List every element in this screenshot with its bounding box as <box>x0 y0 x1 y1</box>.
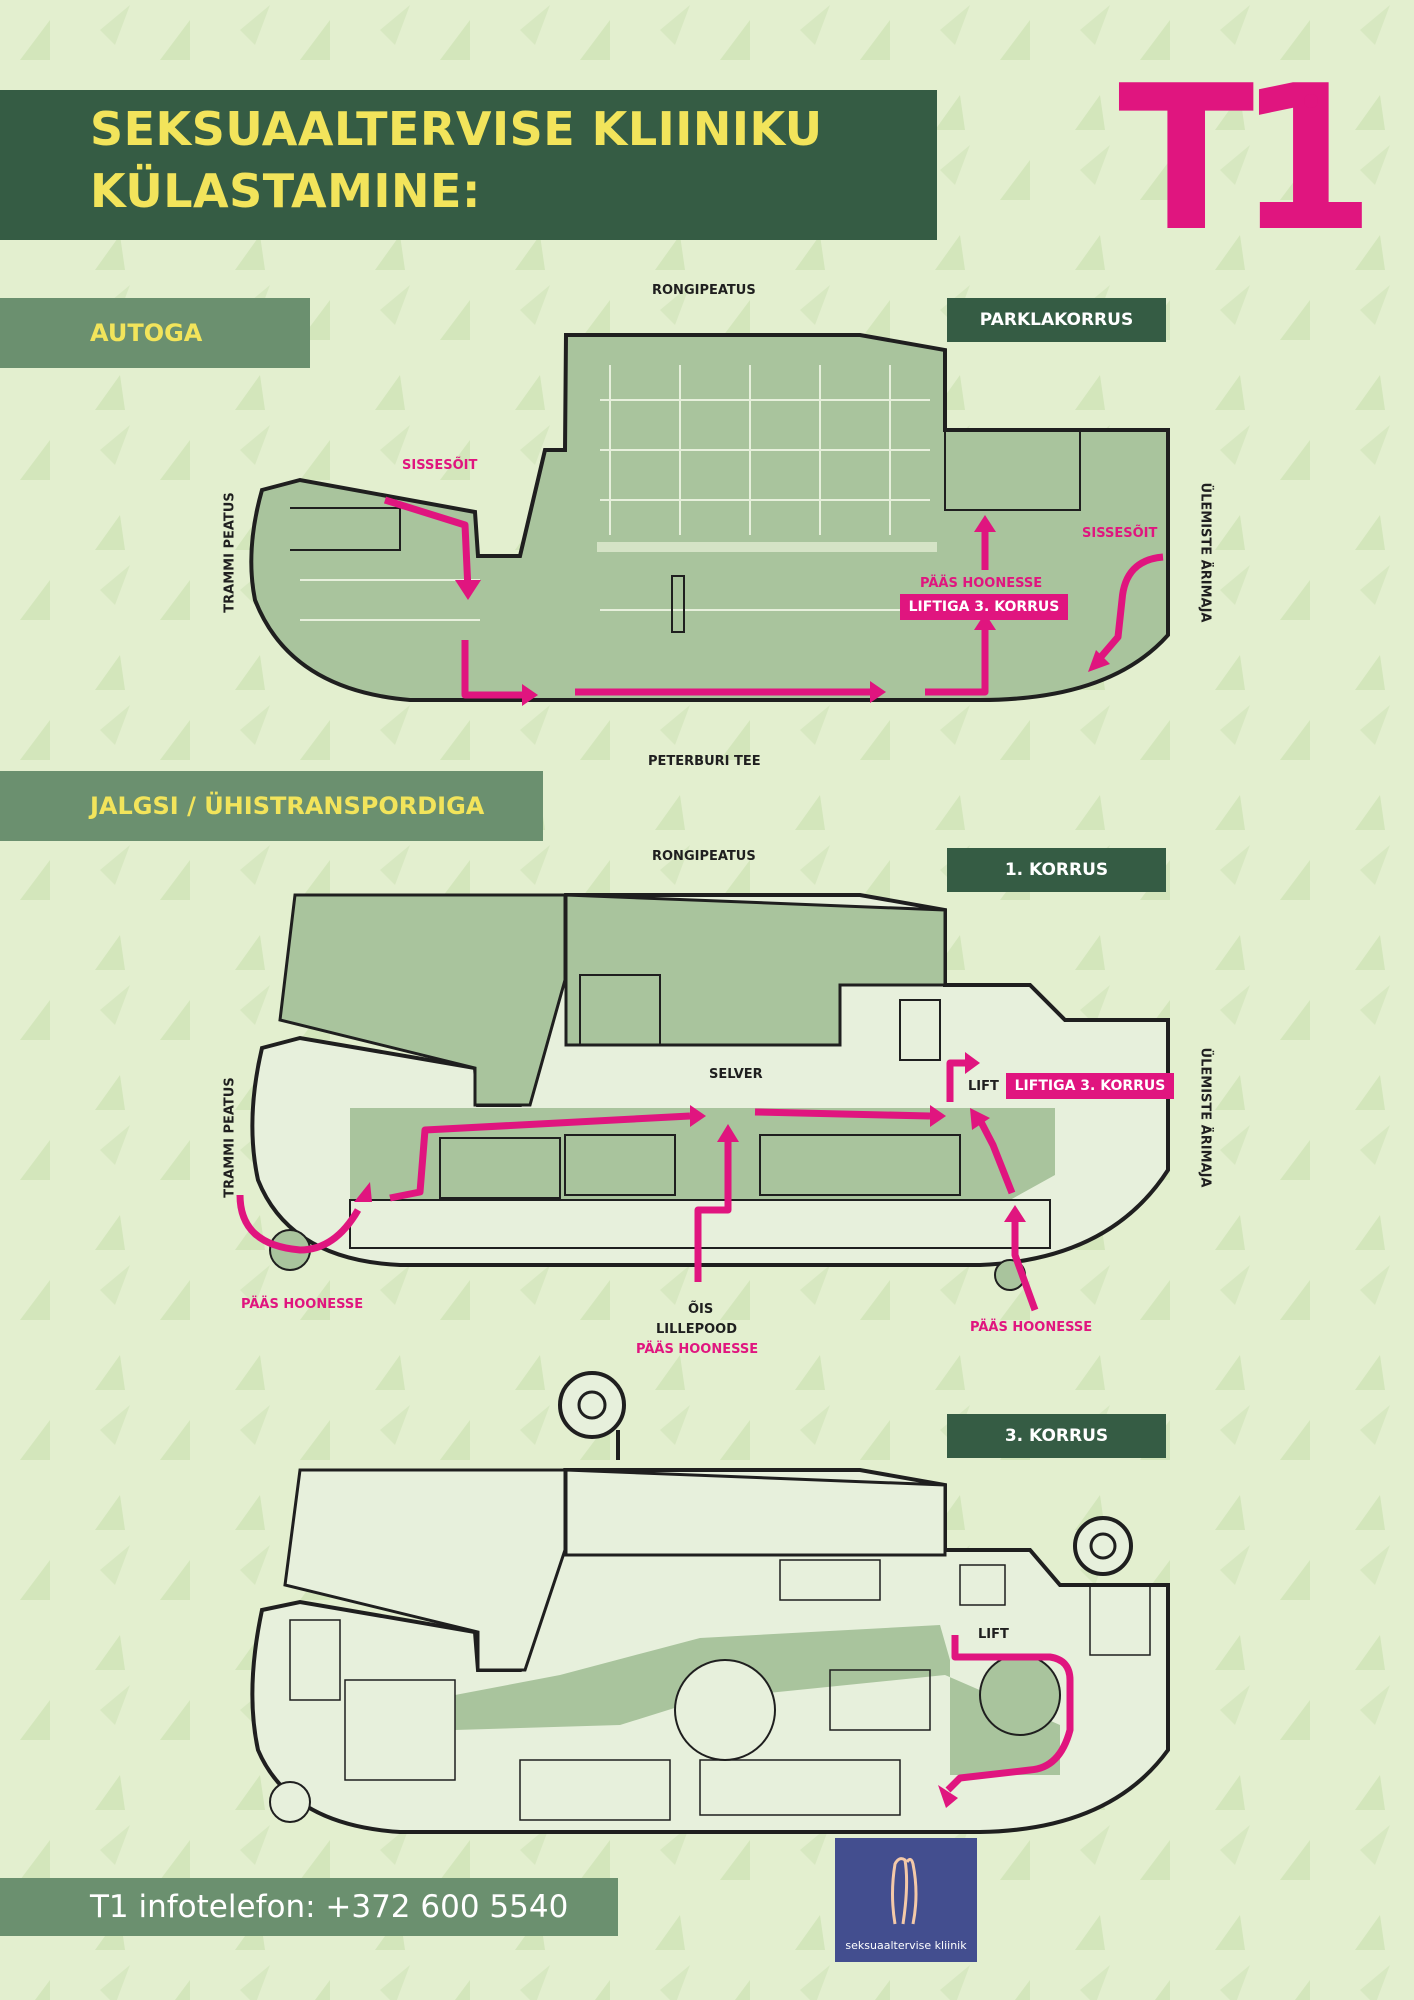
first-floor-arrowheads <box>354 1052 1026 1222</box>
third-lift-label: LIFT <box>978 1627 1009 1642</box>
clinic-logo-icon <box>891 1857 918 1925</box>
title-banner: SEKSUAALTERVISE KLIINIKU KÜLASTAMINE: <box>0 90 937 240</box>
first-entrance-mid: PÄÄS HOONESSE <box>636 1342 759 1357</box>
first-label-west: TRAMMI PEATUS <box>222 1077 238 1198</box>
parking-label-south: PETERBURI TEE <box>648 754 761 769</box>
third-floor-route <box>945 1635 1074 1793</box>
phone-text: T1 infotelefon: +372 600 5540 <box>90 1889 569 1925</box>
first-floor-routes <box>236 1059 1039 1312</box>
third-floor-arrowhead <box>938 1785 958 1808</box>
parking-routes <box>383 496 1164 699</box>
first-floor-map <box>236 893 1170 1312</box>
floor-tag-third: 3. KORRUS <box>947 1414 1166 1458</box>
floor-tag-first: 1. KORRUS <box>947 848 1166 892</box>
section-car: AUTOGA <box>0 298 310 368</box>
phone-banner: T1 infotelefon: +372 600 5540 <box>0 1878 618 1936</box>
clinic-logo-badge: seksuaaltervise kliinik <box>835 1838 977 1962</box>
parking-building-outline <box>249 333 1170 702</box>
first-entrance-left: PÄÄS HOONESSE <box>241 1297 364 1312</box>
section-walk: JALGSI / ÜHISTRANSPORDIGA <box>0 771 543 841</box>
parking-label-east: ÜLEMISTE ÄRIMAJA <box>1197 482 1213 623</box>
parking-entry-left: SISSESÕIT <box>402 458 478 473</box>
title-line-2: KÜLASTAMINE: <box>90 164 481 218</box>
parking-label-north: RONGIPEATUS <box>652 283 756 298</box>
t1-logo-dot <box>1304 94 1318 108</box>
parking-arrowheads <box>455 515 1110 706</box>
first-entrance-right: PÄÄS HOONESSE <box>970 1320 1093 1335</box>
parking-label-west: TRAMMI PEATUS <box>222 492 238 613</box>
floor-tag-parking: PARKLAKORRUS <box>947 298 1166 342</box>
first-lift-label: LIFT <box>968 1079 999 1094</box>
title-line-1: SEKSUAALTERVISE KLIINIKU <box>90 102 823 156</box>
parking-entry-right: SISSESÕIT <box>1082 526 1158 541</box>
parking-lift-box: LIFTIGA 3. KORRUS <box>900 594 1068 620</box>
third-floor-shops <box>289 1559 1151 1821</box>
first-store-label: SELVER <box>709 1067 763 1082</box>
first-flower-line2: LILLEPOOD <box>656 1322 737 1337</box>
clinic-logo-caption: seksuaaltervise kliinik <box>845 1939 967 1952</box>
first-flower-line1: ÕIS <box>688 1302 714 1317</box>
third-floor-map <box>250 1371 1170 1834</box>
first-lift-box: LIFTIGA 3. KORRUS <box>1006 1073 1174 1099</box>
first-label-north: RONGIPEATUS <box>652 849 756 864</box>
first-label-east: ÜLEMISTE ÄRIMAJA <box>1197 1047 1213 1188</box>
t1-logo: T1 <box>1118 60 1376 260</box>
parking-entrance: PÄÄS HOONESSE <box>920 576 1043 591</box>
t1-logo-text: T1 <box>1118 43 1376 276</box>
